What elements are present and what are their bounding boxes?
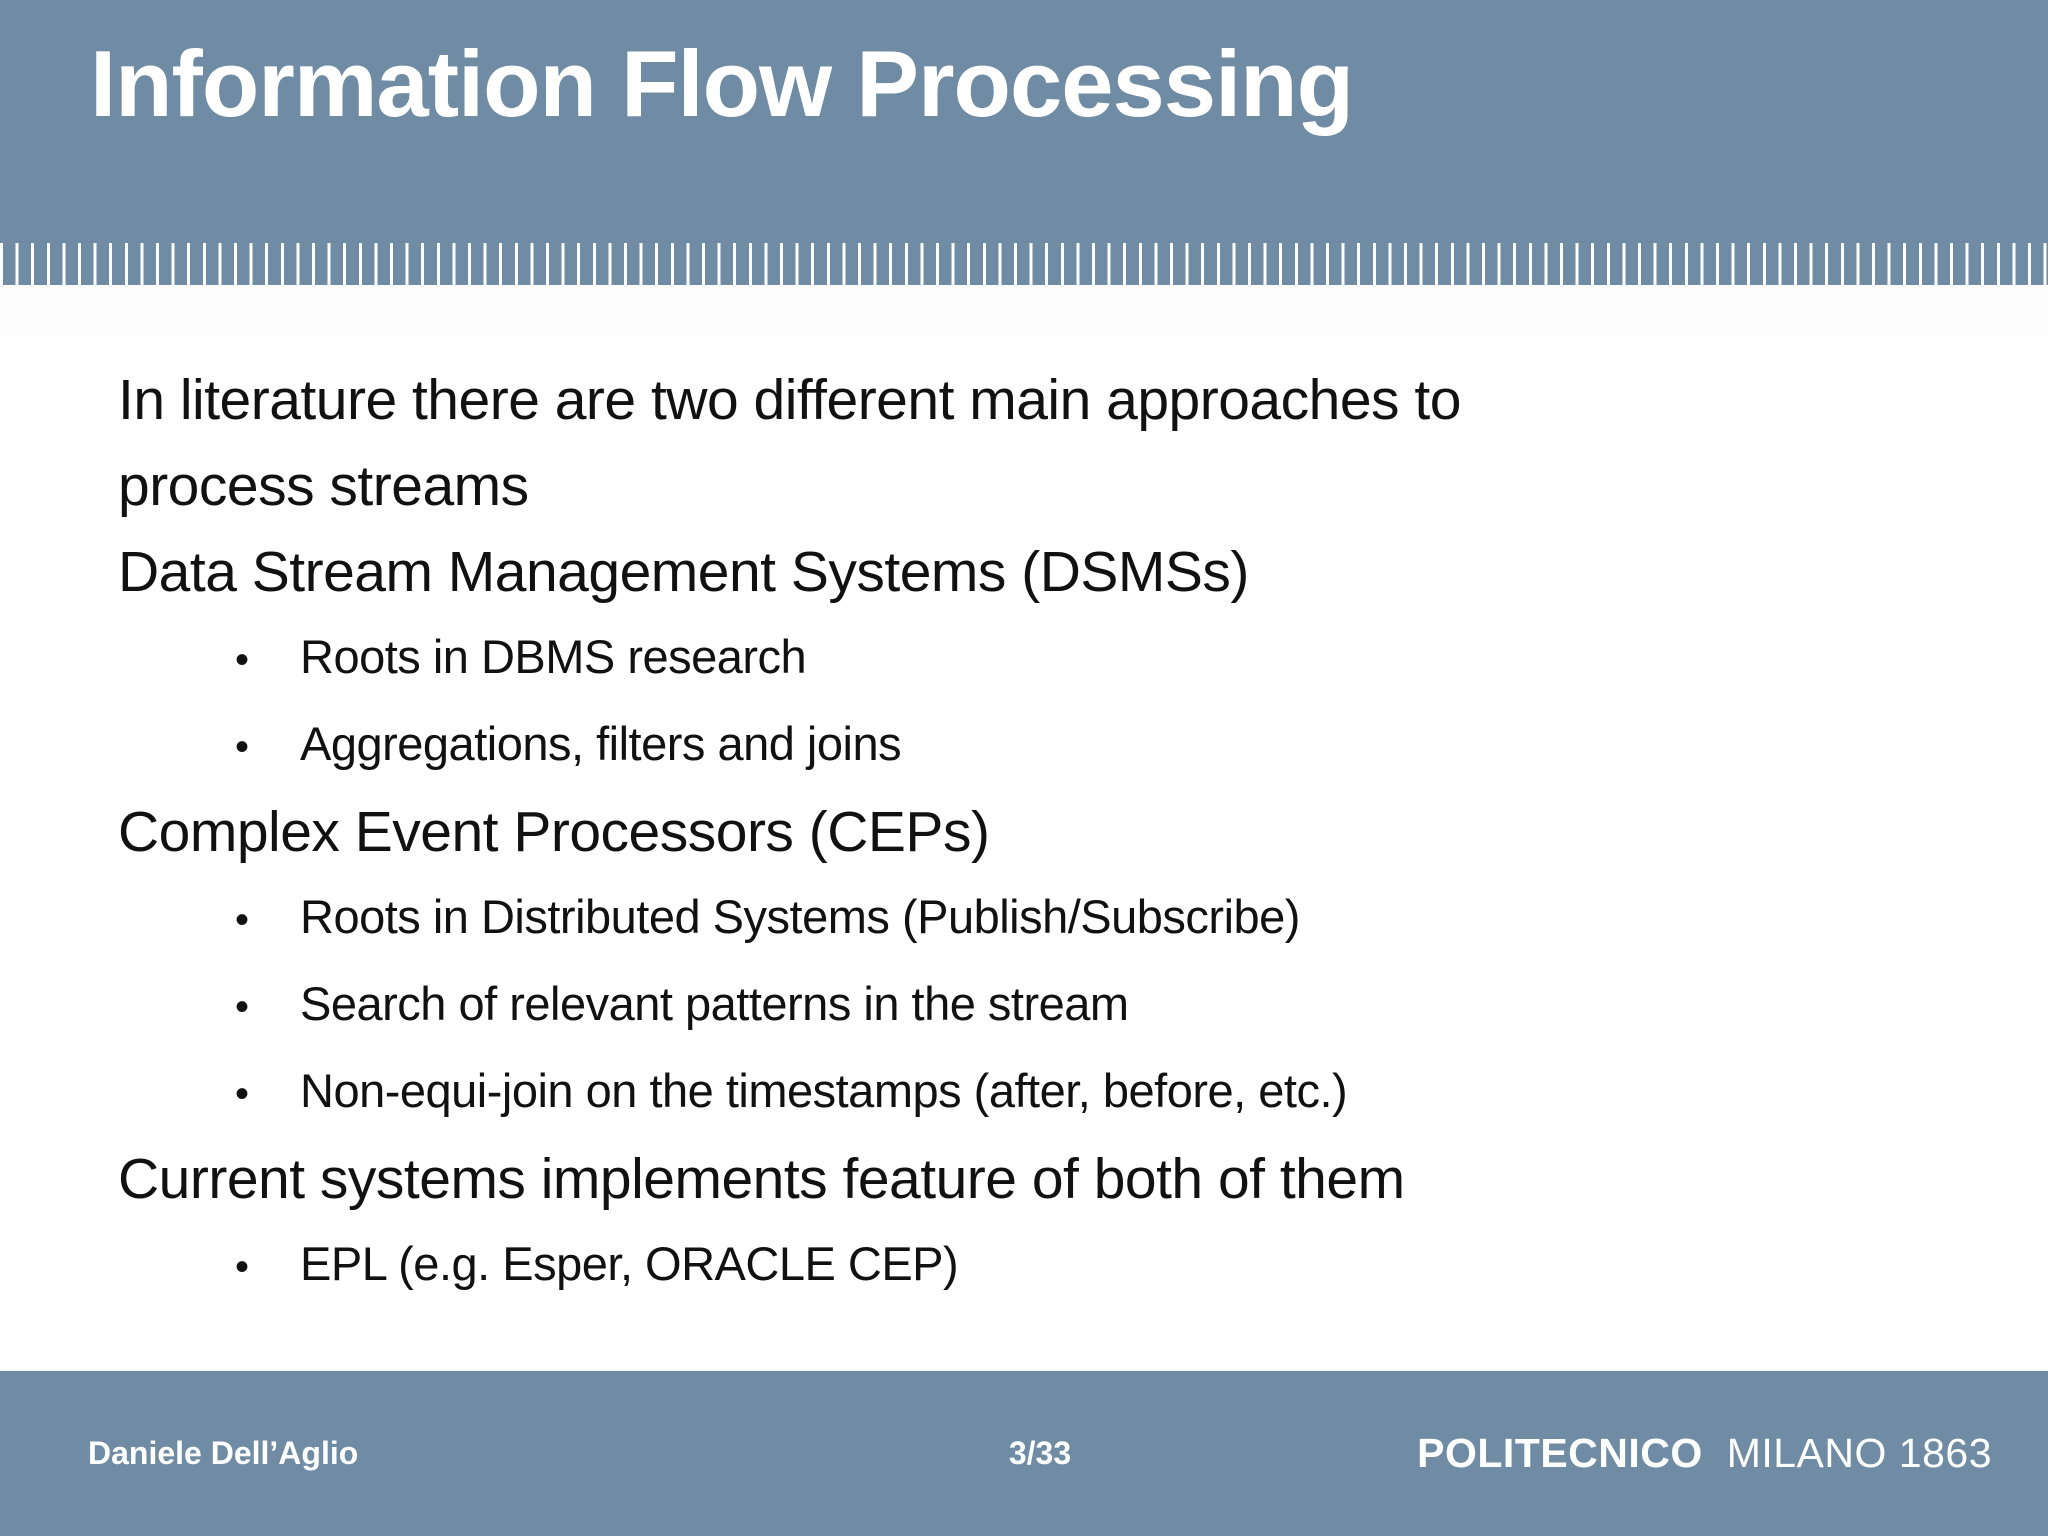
bullet-icon: •: [235, 1072, 249, 1116]
bullet-text: Non-equi-join on the timestamps (after, …: [300, 1064, 1348, 1117]
list-heading-current-systems: Current systems implements feature of bo…: [118, 1147, 1405, 1211]
bullet-item: • EPL (e.g. Esper, ORACLE CEP): [118, 1222, 1988, 1309]
bullet-item: • Roots in Distributed Systems (Publish/…: [118, 875, 1988, 962]
bullet-text: Aggregations, filters and joins: [300, 717, 902, 770]
slide-title: Information Flow Processing: [90, 31, 1354, 136]
footer-author: Daniele Dell’Aglio: [88, 1435, 359, 1471]
bullet-text: Roots in Distributed Systems (Publish/Su…: [300, 890, 1300, 943]
bullet-item: • Non-equi-join on the timestamps (after…: [118, 1049, 1988, 1136]
slide-header: Information Flow Processing: [0, 0, 2048, 285]
slide-body: In literature there are two different ma…: [0, 285, 2048, 1371]
intro-paragraph: In literature there are two different ma…: [118, 368, 1461, 518]
bullet-item: • Aggregations, filters and joins: [118, 702, 1988, 789]
bullet-item: • Search of relevant patterns in the str…: [118, 962, 1988, 1049]
tick-stripe-decoration: [0, 243, 2048, 285]
bullet-text: Search of relevant patterns in the strea…: [300, 977, 1129, 1030]
bullet-icon: •: [235, 725, 249, 769]
slide-footer: Daniele Dell’Aglio 3/33 POLITECNICO MILA…: [0, 1371, 2048, 1536]
bullet-icon: •: [235, 638, 249, 682]
list-heading-dsms: Data Stream Management Systems (DSMSs): [118, 540, 1249, 604]
bullet-icon: •: [235, 898, 249, 942]
logo-text-milano-1863: MILANO 1863: [1726, 1430, 1992, 1476]
bullet-text: Roots in DBMS research: [300, 630, 807, 683]
bullet-item: • Roots in DBMS research: [118, 615, 1988, 702]
logo-text-politecnico: POLITECNICO: [1417, 1430, 1703, 1476]
list-heading-ceps: Complex Event Processors (CEPs): [118, 800, 990, 864]
footer-page-number: 3/33: [1008, 1435, 1072, 1471]
bullet-text: EPL (e.g. Esper, ORACLE CEP): [300, 1237, 959, 1290]
bullet-icon: •: [235, 1245, 249, 1289]
bullet-icon: •: [235, 985, 249, 1029]
politecnico-milano-logo: POLITECNICO MILANO 1863: [1071, 1430, 1992, 1477]
